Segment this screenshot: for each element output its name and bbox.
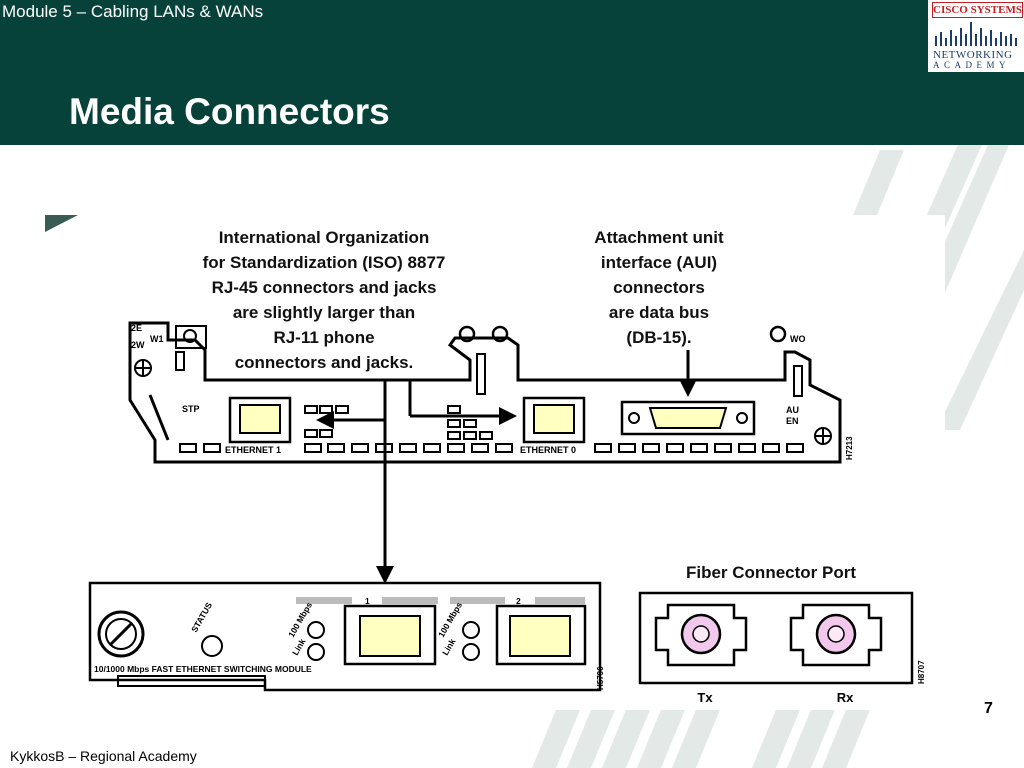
callout-aui-line: are data bus [609, 303, 709, 322]
logo-brand-text: CISCO SYSTEMS [932, 2, 1023, 18]
label-ethernet-0: ETHERNET 0 [520, 445, 576, 455]
cisco-academy-logo: CISCO SYSTEMS NETWORKING ACADEMY [928, 0, 1024, 72]
label-2w: 2W [131, 340, 145, 350]
label-w1: W1 [150, 334, 164, 344]
switch-module-name: 10/1000 Mbps FAST ETHERNET SWITCHING MOD… [94, 664, 312, 674]
label-tx: Tx [697, 690, 713, 705]
callout-aui-line: connectors [613, 278, 705, 297]
label-2e: 2E [131, 323, 142, 333]
header-band [0, 0, 1024, 145]
label-en: EN [786, 416, 799, 426]
callout-aui-line: Attachment unit [594, 228, 724, 247]
fiber-part-code: H8707 [917, 660, 926, 684]
label-stp: STP [182, 404, 200, 414]
label-ethernet-1: ETHERNET 1 [225, 445, 281, 455]
callout-iso-line: RJ-45 connectors and jacks [212, 278, 437, 297]
callout-aui: Attachment unit interface (AUI) connecto… [594, 228, 724, 347]
router-part-code: H7213 [845, 436, 854, 460]
callout-iso-line: connectors and jacks. [235, 353, 414, 372]
callout-aui-line: interface (AUI) [601, 253, 717, 272]
page-number: 7 [984, 700, 993, 717]
callout-aui-line: (DB-15). [626, 328, 691, 347]
figure-corner-tab [45, 215, 78, 232]
logo-networking-text: NETWORKING [933, 49, 1013, 61]
label-port-1: 1 [365, 596, 370, 606]
callout-iso-line: International Organization [219, 228, 430, 247]
router-panel-details: 2E 2W W1 STP ETHERNET 1 ETHERNET 0 WO AU… [131, 323, 854, 460]
label-au: AU [786, 405, 799, 415]
fiber-port-title: Fiber Connector Port [686, 563, 856, 582]
label-port-2: 2 [516, 596, 521, 606]
callout-iso-line: for Standardization (ISO) 8877 [203, 253, 446, 272]
fiber-connector-port: Fiber Connector Port Tx Rx H8707 [638, 563, 926, 705]
label-rx: Rx [837, 690, 854, 705]
label-wo: WO [790, 334, 806, 344]
callout-arrows [316, 350, 697, 584]
module-label: Module 5 – Cabling LANs & WANs [2, 2, 264, 21]
callout-iso: International Organization for Standardi… [203, 228, 446, 372]
logo-academy-text: ACADEMY [933, 60, 1011, 70]
switch-part-code: H5796 [596, 666, 605, 690]
callout-iso-line: RJ-11 phone [273, 328, 374, 347]
footer-presenter: KykkosB – Regional Academy [10, 748, 197, 764]
slide-title: Media Connectors [69, 91, 390, 132]
callout-iso-line: are slightly larger than [233, 303, 415, 322]
logo-bars-icon [935, 22, 1017, 46]
